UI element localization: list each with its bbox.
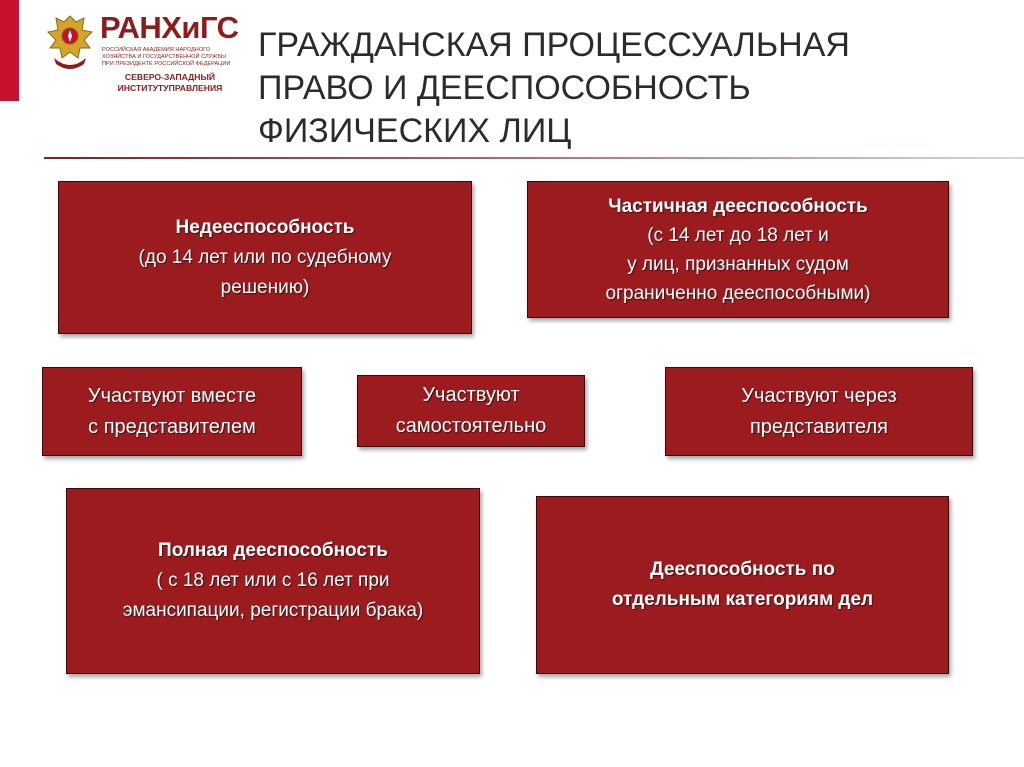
category-capacity-box: Дееспособность по отдельным категориям д… — [536, 496, 949, 674]
institution-logo: РАНХиГС РОССИЙСКАЯ АКАДЕМИЯ НАРОДНОГО ХО… — [38, 6, 239, 106]
logo-name: РАНХиГС — [100, 10, 239, 45]
category-capacity-heading: Дееспособность по отдельным категориям д… — [611, 559, 874, 610]
incapacity-heading: Недееспособность — [175, 216, 355, 238]
title-line-3: ФИЗИЧЕСКИХ ЛИЦ — [258, 112, 572, 150]
full-capacity-box: Полная дееспособность ( с 18 лет или с 1… — [66, 488, 480, 674]
through-representative-box: Участвуют через представителя — [665, 367, 973, 456]
accent-bar — [0, 0, 19, 101]
logo-institute: СЕВЕРО-ЗАПАДНЫЙ ИНСТИТУТУПРАВЛЕНИЯ — [117, 72, 223, 93]
full-capacity-heading: Полная дееспособность — [158, 540, 388, 561]
partial-capacity-box: Частичная дееспособность (с 14 лет до 18… — [527, 181, 949, 318]
logo-fullname: РОССИЙСКАЯ АКАДЕМИЯ НАРОДНОГО ХОЗЯЙСТВА … — [102, 47, 231, 67]
title-divider — [44, 157, 1024, 159]
independent-box: Участвуют самостоятельно — [357, 375, 585, 447]
eagle-emblem-icon — [46, 15, 94, 69]
slide-title: ГРАЖДАНСКАЯ ПРОЦЕССУАЛЬНАЯ ПРАВО И ДЕЕСП… — [258, 24, 978, 153]
independent-text: Участвуют самостоятельно — [395, 384, 547, 437]
partial-capacity-heading: Частичная дееспособность — [608, 195, 868, 217]
title-line-2: ПРАВО И ДЕЕСПОСОБНОСТЬ — [258, 69, 751, 107]
with-representative-box: Участвуют вместе с представителем — [42, 367, 302, 456]
incapacity-body: (до 14 лет или по судебному решению) — [138, 246, 392, 298]
title-line-1: ГРАЖДАНСКАЯ ПРОЦЕССУАЛЬНАЯ — [258, 26, 850, 64]
partial-capacity-body: (с 14 лет до 18 лет и у лиц, признанных … — [605, 224, 871, 304]
with-representative-text: Участвуют вместе с представителем — [87, 384, 257, 438]
full-capacity-body: ( с 18 лет или с 16 лет при эмансипации,… — [122, 570, 424, 621]
incapacity-box: Недееспособность (до 14 лет или по судеб… — [58, 181, 472, 334]
through-representative-text: Участвуют через представителя — [741, 384, 897, 438]
